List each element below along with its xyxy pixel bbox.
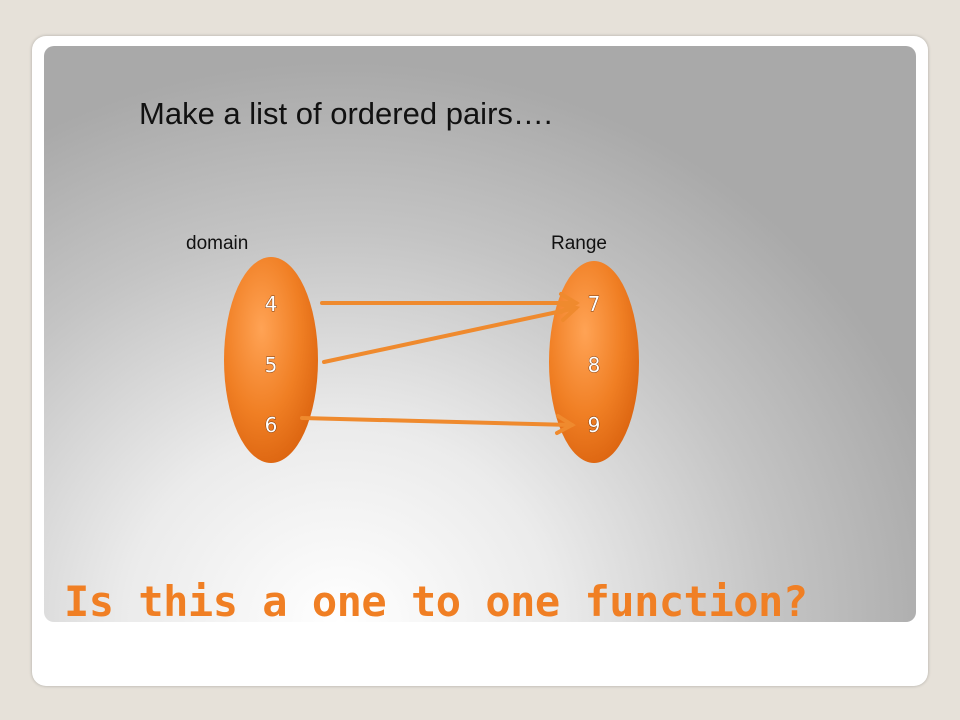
- domain-value-5: 5: [265, 353, 278, 377]
- slide-panel: [44, 46, 916, 622]
- range-value-9: 9: [588, 413, 601, 437]
- domain-oval: [224, 257, 318, 463]
- question-title: Is this a one to one function?: [64, 577, 808, 626]
- arrow-6-to-9: [300, 414, 576, 435]
- domain-value-6: 6: [265, 413, 278, 437]
- range-value-7: 7: [588, 292, 601, 316]
- arrow-5-to-7: [322, 302, 581, 364]
- arrow-4-to-7: [320, 292, 580, 314]
- slide-prompt: Make a list of ordered pairs….: [139, 96, 553, 131]
- domain-value-4: 4: [265, 292, 278, 316]
- range-label: Range: [551, 233, 607, 254]
- domain-label: domain: [186, 233, 249, 254]
- range-value-8: 8: [588, 353, 601, 377]
